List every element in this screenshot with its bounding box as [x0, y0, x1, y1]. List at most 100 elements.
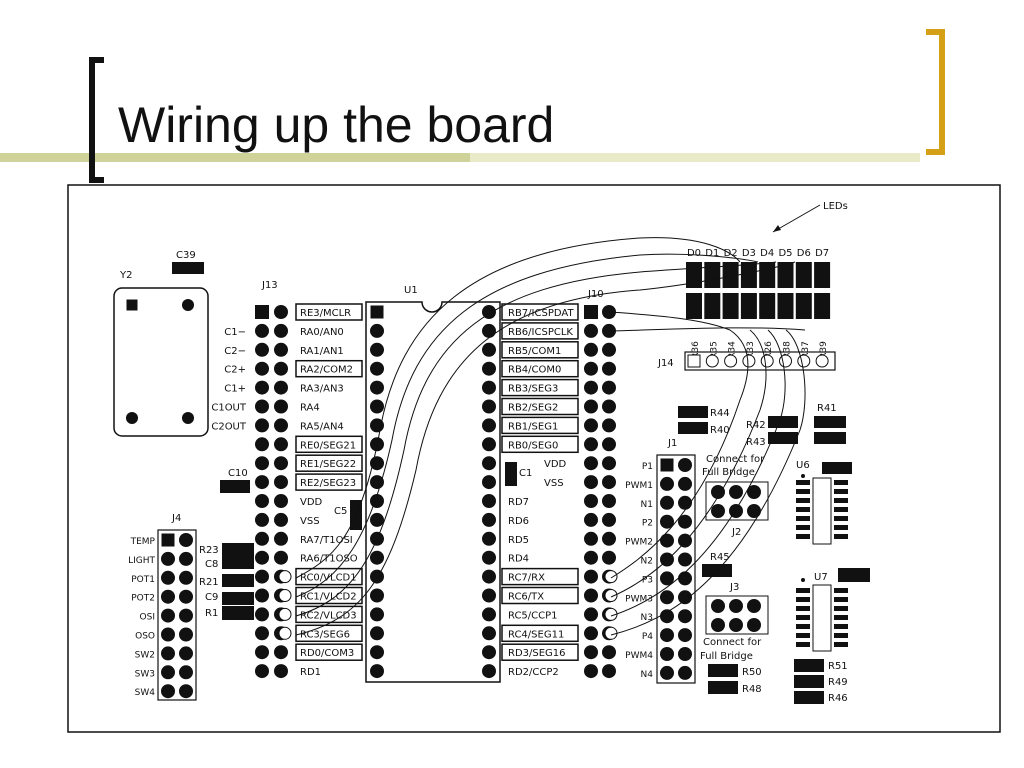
signal-box	[501, 341, 579, 359]
page-title: Wiring up the board	[118, 97, 555, 153]
led-label: D0	[687, 248, 701, 259]
j4-side-label: SW2	[135, 650, 155, 660]
j4-pin	[179, 570, 193, 585]
u1-right-pin-label: RB2/SEG2	[508, 403, 558, 414]
u1-pin	[370, 607, 384, 622]
signal-box	[295, 435, 363, 454]
r48-resistor	[708, 681, 738, 694]
led-label: D4	[760, 248, 774, 259]
j13-side-label: C2OUT	[211, 421, 247, 432]
u1-pin	[370, 380, 384, 395]
y2-label: Y2	[119, 270, 132, 281]
u1-pin	[482, 323, 496, 338]
u1-right-pin-label: VSS	[544, 478, 564, 489]
u1-left-pin-label: RD0/COM3	[300, 648, 354, 659]
r49-resistor	[794, 675, 824, 688]
led-resistor-label: R37	[801, 341, 811, 359]
j10-pin	[602, 437, 616, 452]
u1-right-pin-label: RB6/ICSPCLK	[508, 327, 573, 338]
j3-label: J3	[729, 582, 739, 593]
signal-box	[295, 624, 363, 643]
u1-pin	[482, 494, 496, 508]
j1-side-label: N4	[641, 670, 654, 680]
j14-pin	[815, 354, 829, 368]
j14-pin	[724, 354, 738, 368]
r1-resistor	[222, 606, 254, 620]
j1-pin	[678, 476, 692, 491]
j1-pin	[678, 665, 692, 680]
title-rule	[0, 153, 470, 162]
signal-box	[295, 359, 363, 378]
wire-rb6	[610, 327, 806, 332]
u7-dot	[801, 578, 805, 582]
u1-right-pin-label: RC6/TX	[508, 592, 544, 603]
j10-pin	[602, 399, 616, 414]
j13-pin	[255, 323, 269, 338]
u1-left-pin-label: RA7/T1OSI	[300, 535, 353, 546]
j13-side-label: C1−	[224, 327, 246, 338]
led-resistor-label: R39	[819, 341, 829, 359]
u1-left-pin-label: RE2/SEG23	[300, 478, 356, 489]
u1-left-pin-label: RC3/SEG6	[300, 629, 350, 640]
j1-side-label: PWM3	[625, 594, 653, 604]
j4-side-label: SW3	[135, 669, 155, 679]
u7-pin	[796, 633, 810, 638]
j10-pin	[584, 550, 598, 565]
u1-left-pin-label: RA4	[300, 403, 320, 414]
j4-side-label: TEMP	[130, 537, 156, 547]
wire-rc0-to-led	[295, 237, 741, 579]
u1-pin	[482, 550, 496, 565]
j13-pin	[274, 361, 288, 376]
j14-pin	[779, 354, 792, 368]
left-bracket	[89, 57, 104, 183]
test-via	[278, 589, 292, 602]
j1-pin	[660, 495, 674, 510]
j2-pin	[711, 504, 725, 518]
u1-left-pin-label: RD1	[300, 667, 321, 678]
u7-pin	[834, 642, 848, 647]
j1-pin	[678, 458, 692, 472]
u1-left-pin-label: RA5/AN4	[300, 421, 344, 432]
j4-side-label: LIGHT	[128, 556, 155, 566]
signal-box	[501, 435, 579, 454]
u7-label: U7	[814, 572, 828, 583]
c1-label: C1	[519, 468, 532, 479]
r51-resistor	[794, 659, 824, 672]
j13-pin	[255, 664, 269, 679]
j10-pin	[584, 342, 598, 357]
j13-side-label: C1OUT	[211, 403, 247, 414]
led-resistor-label: R35	[709, 341, 719, 359]
signal-box	[295, 303, 363, 321]
u1-pin	[482, 588, 496, 603]
j1-side-label: P3	[642, 575, 653, 585]
u1-pin	[482, 569, 496, 584]
u1-pin	[370, 569, 384, 584]
j14-pin	[797, 354, 811, 368]
j10-pin	[584, 569, 598, 584]
j10-pin	[584, 607, 598, 622]
signal-box	[295, 605, 363, 624]
u1-left-pin-label: RA2/COM2	[300, 365, 353, 376]
c9-label: C9	[205, 592, 218, 603]
u6-dot	[801, 474, 805, 478]
j13-pin	[274, 531, 288, 546]
u6-pin	[834, 516, 848, 521]
led-resistor-label: R33	[746, 341, 756, 359]
u1-pin	[370, 361, 384, 376]
bridge-note-1: Connect for	[706, 454, 765, 465]
c39-label: C39	[176, 250, 196, 261]
j13-pin	[274, 305, 288, 319]
j10-pin	[584, 531, 598, 546]
wire-rc6	[610, 329, 767, 598]
j2-pin	[729, 504, 743, 518]
signal-box	[501, 378, 579, 397]
u7-pin	[796, 642, 810, 647]
signal-box	[501, 416, 579, 435]
u1-left-pin-label: RA6/T1OSO	[300, 554, 358, 565]
j13-pin	[274, 645, 288, 660]
u1-right-pin-label: RB7/ICSPDAT	[508, 308, 574, 319]
j13-pin	[274, 399, 288, 414]
r21-resistor	[222, 574, 254, 587]
j1-pin	[660, 533, 674, 548]
j10-pin	[584, 588, 598, 603]
